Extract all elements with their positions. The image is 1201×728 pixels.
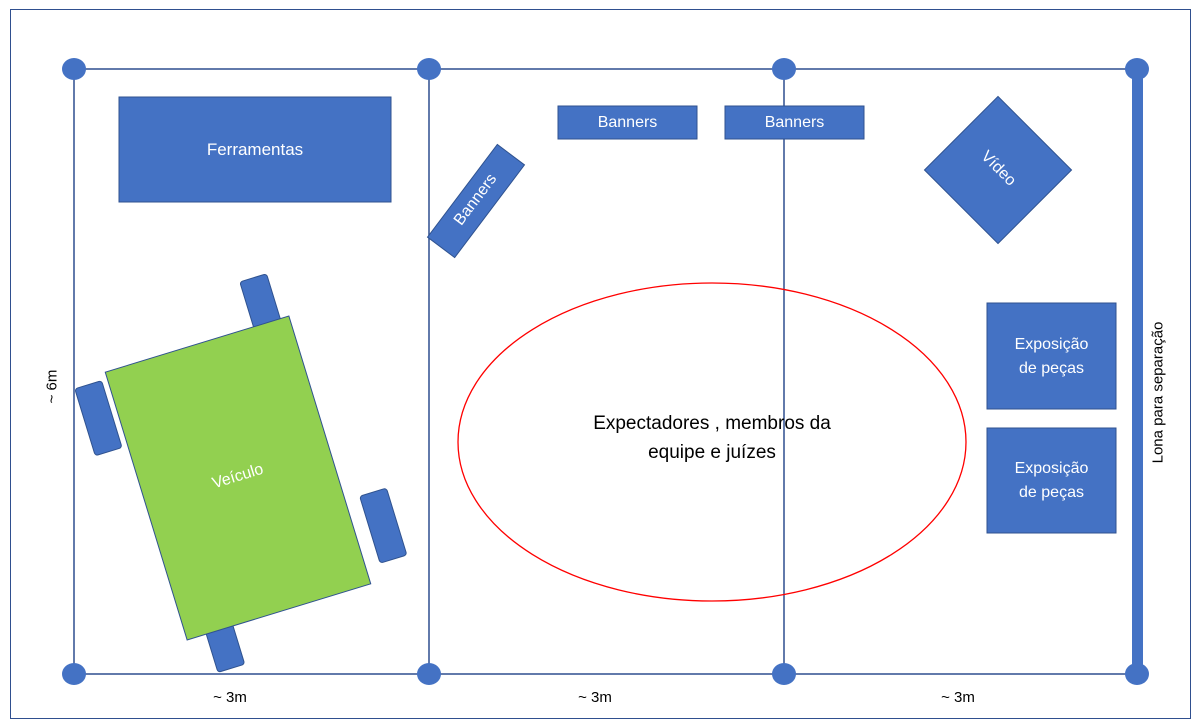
post-markers xyxy=(62,58,1149,685)
grid-lines xyxy=(73,68,1137,675)
audience-label-line1: Expectadores , membros da xyxy=(593,413,831,434)
wheel xyxy=(75,380,122,456)
video-box xyxy=(923,95,1073,245)
post-marker xyxy=(772,663,796,685)
width-dimension-left: ~ 3m xyxy=(213,689,247,706)
exposicao-box-2 xyxy=(986,427,1117,534)
audience-label: Expectadores , membros da equipe e juíze… xyxy=(512,409,912,467)
exposicao-label-2-line2: de peças xyxy=(1019,484,1084,501)
ferramentas-box xyxy=(118,96,392,203)
vehicle xyxy=(75,273,407,673)
exposicao-label-1-line1: Exposição xyxy=(1014,336,1089,353)
exposicao-label-1: Exposição de peças xyxy=(987,333,1116,381)
banner-label-2: Banners xyxy=(764,114,825,131)
banner-label-1: Banners xyxy=(597,114,658,131)
post-marker xyxy=(62,58,86,80)
height-dimension: ~ 6m xyxy=(43,369,61,404)
post-marker xyxy=(1125,663,1149,685)
diagram-frame xyxy=(10,9,1191,719)
width-dimension-middle: ~ 3m xyxy=(578,689,612,706)
banner-box-tilted xyxy=(426,143,526,259)
post-marker xyxy=(417,58,441,80)
exposicao-label-2: Exposição de peças xyxy=(987,457,1116,505)
post-marker xyxy=(772,58,796,80)
post-marker xyxy=(1125,58,1149,80)
separator-bar xyxy=(1132,69,1143,674)
post-marker xyxy=(62,663,86,685)
separator-label: Lona para separação xyxy=(1149,321,1167,464)
wheel xyxy=(359,488,407,563)
width-dimension-right: ~ 3m xyxy=(941,689,975,706)
vehicle-body xyxy=(104,315,372,641)
banner-box-1 xyxy=(557,105,698,140)
audience-label-line2: equipe e juízes xyxy=(648,442,776,463)
exposicao-label-1-line2: de peças xyxy=(1019,360,1084,377)
banner-box-2 xyxy=(724,105,865,140)
audience-area xyxy=(457,282,967,602)
exposicao-box-1 xyxy=(986,302,1117,410)
ferramentas-label: Ferramentas xyxy=(206,140,304,159)
post-marker xyxy=(417,663,441,685)
exposicao-label-2-line1: Exposição xyxy=(1014,460,1089,477)
